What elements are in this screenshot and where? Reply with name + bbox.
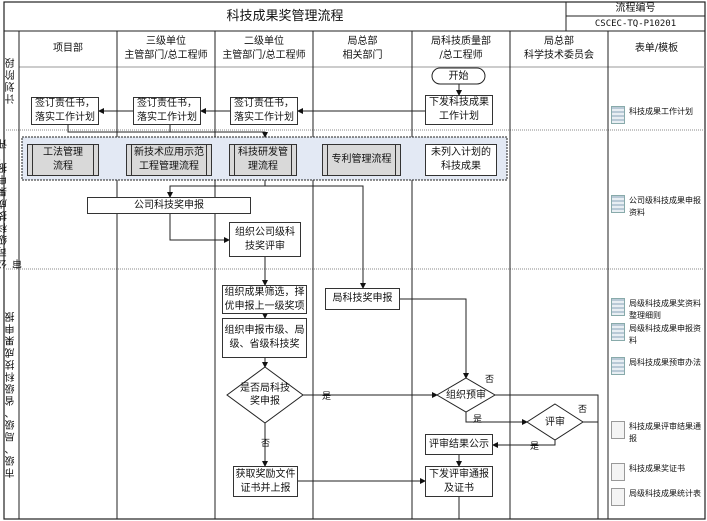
col-header-tier3: 三级单位 主管部门/总工程师 bbox=[124, 36, 208, 61]
subprocess-new-tech[interactable]: 新技术应用示范 工程管理流程 bbox=[126, 144, 212, 176]
issue-cert: 下发评审通报 及证书 bbox=[425, 466, 493, 497]
issue-plan: 下发科技成果 工作计划 bbox=[425, 95, 493, 125]
col-header-project: 项目部 bbox=[53, 43, 83, 54]
get-award: 获取奖励文件 证书并上报 bbox=[233, 466, 298, 497]
edge-label-yes: 是 bbox=[473, 415, 483, 425]
edge-label-no: 否 bbox=[261, 439, 271, 449]
col-header-hq-dept: 局总部 相关部门 bbox=[342, 36, 383, 61]
page-title: 科技成果奖管理流程 bbox=[226, 8, 344, 24]
decision-review bbox=[526, 403, 584, 441]
form-item[interactable]: 科技成果评审结果通报 bbox=[611, 421, 706, 445]
spreadsheet-icon bbox=[611, 195, 625, 213]
edge-label-yes: 是 bbox=[322, 392, 332, 402]
unplanned-results: 未列入计划的 科技成果 bbox=[425, 144, 497, 176]
edge-label-no: 否 bbox=[578, 405, 588, 415]
col-header-tier2: 二级单位 主管部门/总工程师 bbox=[222, 36, 306, 61]
phase-city-bureau: 市级、局级、省级科技成果申报 bbox=[6, 310, 17, 478]
subprocess-rnd[interactable]: 科技研发管 理流程 bbox=[229, 144, 297, 176]
form-item[interactable]: 科技成果工作计划 bbox=[611, 106, 706, 124]
company-review: 组织公司级科 技奖评审 bbox=[229, 222, 301, 257]
is-bureau-text: 是否局科技 奖申报 bbox=[240, 383, 290, 407]
form-item[interactable]: 局级科技成果奖资料整理细则 bbox=[611, 298, 706, 322]
decision-prereview bbox=[436, 377, 496, 413]
phase-company: 公司级科技成果申报、评审 bbox=[0, 137, 25, 269]
col-header-forms: 表单/模板 bbox=[634, 43, 679, 54]
document-icon bbox=[611, 488, 625, 506]
bureau-apply: 局科技奖申报 bbox=[325, 288, 400, 310]
org-apply: 组织申报市级、局 级、省级科技奖 bbox=[222, 318, 307, 358]
form-item[interactable]: 局级科技成果申报资料 bbox=[611, 323, 706, 347]
review-text: 评审 bbox=[545, 416, 565, 428]
form-item[interactable]: 公司级科技成果申报资料 bbox=[611, 195, 706, 219]
sign-tier2: 签订责任书， 落实工作计划 bbox=[230, 97, 298, 125]
sign-tier3: 签订责任书， 落实工作计划 bbox=[133, 97, 201, 125]
form-item[interactable]: 局科技成果预审办法 bbox=[611, 357, 706, 375]
phase-plan: 计划阶段 bbox=[6, 56, 17, 105]
col-header-committee: 局总部 科学技术委员会 bbox=[524, 36, 594, 61]
spreadsheet-icon bbox=[611, 298, 625, 316]
screen-results: 组织成果筛选，择 优申报上一级奖项 bbox=[222, 285, 307, 314]
subprocess-patent[interactable]: 专利管理流程 bbox=[322, 144, 401, 176]
publicize: 评审结果公示 bbox=[425, 434, 493, 455]
edge-label-yes: 是 bbox=[530, 442, 540, 452]
sign-project: 签订责任书， 落实工作计划 bbox=[31, 97, 99, 125]
spreadsheet-icon bbox=[611, 323, 625, 341]
form-item[interactable]: 局级科技成果统计表 bbox=[611, 488, 706, 506]
spreadsheet-icon bbox=[611, 106, 625, 124]
start-oval bbox=[431, 67, 486, 85]
process-no: CSCEC-TQ-P10201 bbox=[594, 18, 677, 29]
form-item[interactable]: 科技成果奖证书 bbox=[611, 463, 706, 481]
subprocess-method[interactable]: 工法管理 流程 bbox=[27, 144, 99, 176]
decision-is-bureau bbox=[226, 366, 304, 424]
document-icon bbox=[611, 421, 625, 439]
edge-label-no: 否 bbox=[485, 375, 495, 385]
start-node: 开始 bbox=[448, 70, 469, 82]
col-header-tech-quality: 局科技质量部 /总工程师 bbox=[431, 36, 491, 61]
process-no-label: 流程编号 bbox=[615, 3, 656, 14]
spreadsheet-icon bbox=[611, 357, 625, 375]
company-apply: 公司科技奖申报 bbox=[87, 197, 251, 214]
document-icon bbox=[611, 463, 625, 481]
prereview-text: 组织预审 bbox=[446, 389, 486, 401]
